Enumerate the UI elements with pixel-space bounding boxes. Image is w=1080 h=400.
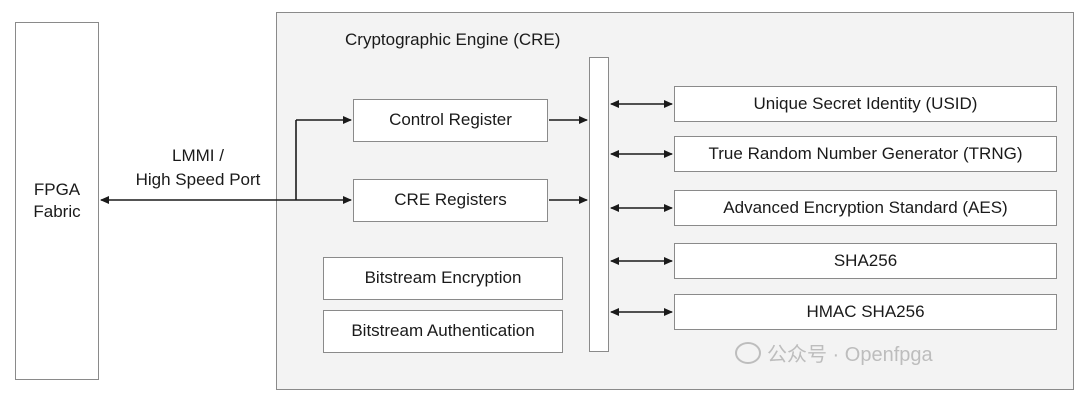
port-label: LMMI / High Speed Port bbox=[118, 144, 278, 192]
sha256-block: SHA256 bbox=[674, 243, 1057, 279]
fpga-fabric-block: FPGA Fabric bbox=[15, 22, 99, 380]
watermark-text: 公众号 · Openfpga bbox=[767, 344, 933, 366]
bitstream-encryption-label: Bitstream Encryption bbox=[364, 268, 522, 288]
chat-icon bbox=[735, 341, 761, 364]
cre-registers-label: CRE Registers bbox=[394, 190, 507, 210]
fpga-fabric-label-line1: FPGA bbox=[33, 179, 81, 199]
port-label-line1: LMMI / bbox=[172, 146, 224, 165]
internal-bus bbox=[589, 57, 609, 352]
control-register-block: Control Register bbox=[353, 99, 548, 142]
trng-block: True Random Number Generator (TRNG) bbox=[674, 136, 1057, 172]
aes-label: Advanced Encryption Standard (AES) bbox=[723, 197, 1008, 217]
port-label-line2: High Speed Port bbox=[135, 169, 261, 189]
bitstream-authentication-label: Bitstream Authentication bbox=[351, 321, 535, 341]
bitstream-encryption-block: Bitstream Encryption bbox=[323, 257, 563, 300]
usid-label: Unique Secret Identity (USID) bbox=[753, 93, 978, 113]
control-register-label: Control Register bbox=[389, 110, 512, 130]
cryptographic-engine-title: Cryptographic Engine (CRE) bbox=[345, 30, 561, 49]
fpga-fabric-label-line2: Fabric bbox=[33, 202, 81, 221]
usid-block: Unique Secret Identity (USID) bbox=[674, 86, 1057, 122]
watermark: 公众号 · Openfpga bbox=[735, 338, 933, 367]
cre-registers-block: CRE Registers bbox=[353, 179, 548, 222]
aes-block: Advanced Encryption Standard (AES) bbox=[674, 190, 1057, 226]
hmac-sha256-label: HMAC SHA256 bbox=[806, 301, 925, 321]
sha256-label: SHA256 bbox=[833, 250, 898, 270]
bitstream-authentication-block: Bitstream Authentication bbox=[323, 310, 563, 353]
hmac-sha256-block: HMAC SHA256 bbox=[674, 294, 1057, 330]
trng-label: True Random Number Generator (TRNG) bbox=[708, 143, 1023, 163]
